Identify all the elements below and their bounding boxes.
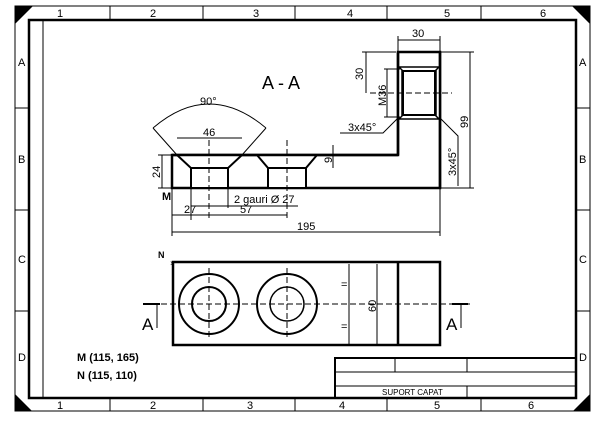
dim-99: 99 <box>459 116 471 128</box>
section-view: A - A 90° 46 24 9 M <box>151 28 474 236</box>
column-labels-top: 1 2 3 4 5 6 <box>57 8 546 20</box>
col-label: 5 <box>434 400 440 412</box>
col-label: 3 <box>247 400 253 412</box>
dim-30-width: 30 <box>412 28 424 40</box>
column-dividers <box>109 6 482 411</box>
coord-n: N (115, 110) <box>77 370 137 382</box>
col-label: 3 <box>253 8 259 20</box>
dim-24: 24 <box>151 166 163 178</box>
svg-text:×: × <box>170 259 175 268</box>
row-labels: A B C D A B C D <box>18 57 587 364</box>
row-label: D <box>18 352 26 364</box>
equal-mark: = <box>341 279 347 291</box>
col-label: 5 <box>444 8 450 20</box>
row-label: C <box>579 254 587 266</box>
title-block: SUPORT CAPAT <box>334 357 577 399</box>
chamfer-left: 3x45° <box>348 122 376 134</box>
equal-mark: = <box>341 321 347 333</box>
holes-note: 2 gauri Ø 27 <box>234 194 295 206</box>
col-label: 1 <box>57 400 63 412</box>
chamfer-right: 3x45° <box>447 148 459 176</box>
dim-195: 195 <box>297 221 315 233</box>
part-name: SUPORT CAPAT <box>382 388 443 397</box>
col-label: 6 <box>540 8 546 20</box>
row-label: A <box>18 57 26 69</box>
row-label: C <box>18 254 26 266</box>
drawing-frame: 1 2 3 4 5 6 1 2 3 4 5 6 A B C D A B C D <box>14 5 591 412</box>
row-label: B <box>579 154 586 166</box>
dim-30-height: 30 <box>354 68 366 80</box>
dim-57: 57 <box>240 204 252 216</box>
dim-9: 9 <box>323 157 335 163</box>
inner-border <box>27 18 578 400</box>
row-label: B <box>18 154 25 166</box>
column-labels-bottom: 1 2 3 4 5 6 <box>57 400 534 412</box>
dim-60: 60 <box>367 300 379 312</box>
section-marker-right: A <box>446 315 458 334</box>
col-label: 6 <box>528 400 534 412</box>
dim-27: 27 <box>184 204 196 216</box>
thread-size: M36 <box>377 85 389 106</box>
plan-view: = = 60 N × A A <box>142 250 470 347</box>
col-label: 4 <box>347 8 353 20</box>
row-label: A <box>579 57 587 69</box>
outer-border <box>14 5 591 412</box>
point-m-label: M <box>162 191 171 203</box>
col-label: 2 <box>150 8 156 20</box>
angle-arc <box>152 103 267 129</box>
col-label: 2 <box>150 400 156 412</box>
point-n-label: N <box>158 250 165 260</box>
row-label: D <box>579 352 587 364</box>
col-label: 4 <box>339 400 345 412</box>
col-label: 1 <box>57 8 63 20</box>
section-marker-left: A <box>142 315 154 334</box>
corner-marks <box>15 6 590 411</box>
dim-46: 46 <box>203 127 215 139</box>
dim-angle: 90° <box>200 96 217 108</box>
coord-m: M (115, 165) <box>77 352 139 364</box>
section-title: A - A <box>262 73 300 93</box>
row-dividers <box>15 107 590 312</box>
